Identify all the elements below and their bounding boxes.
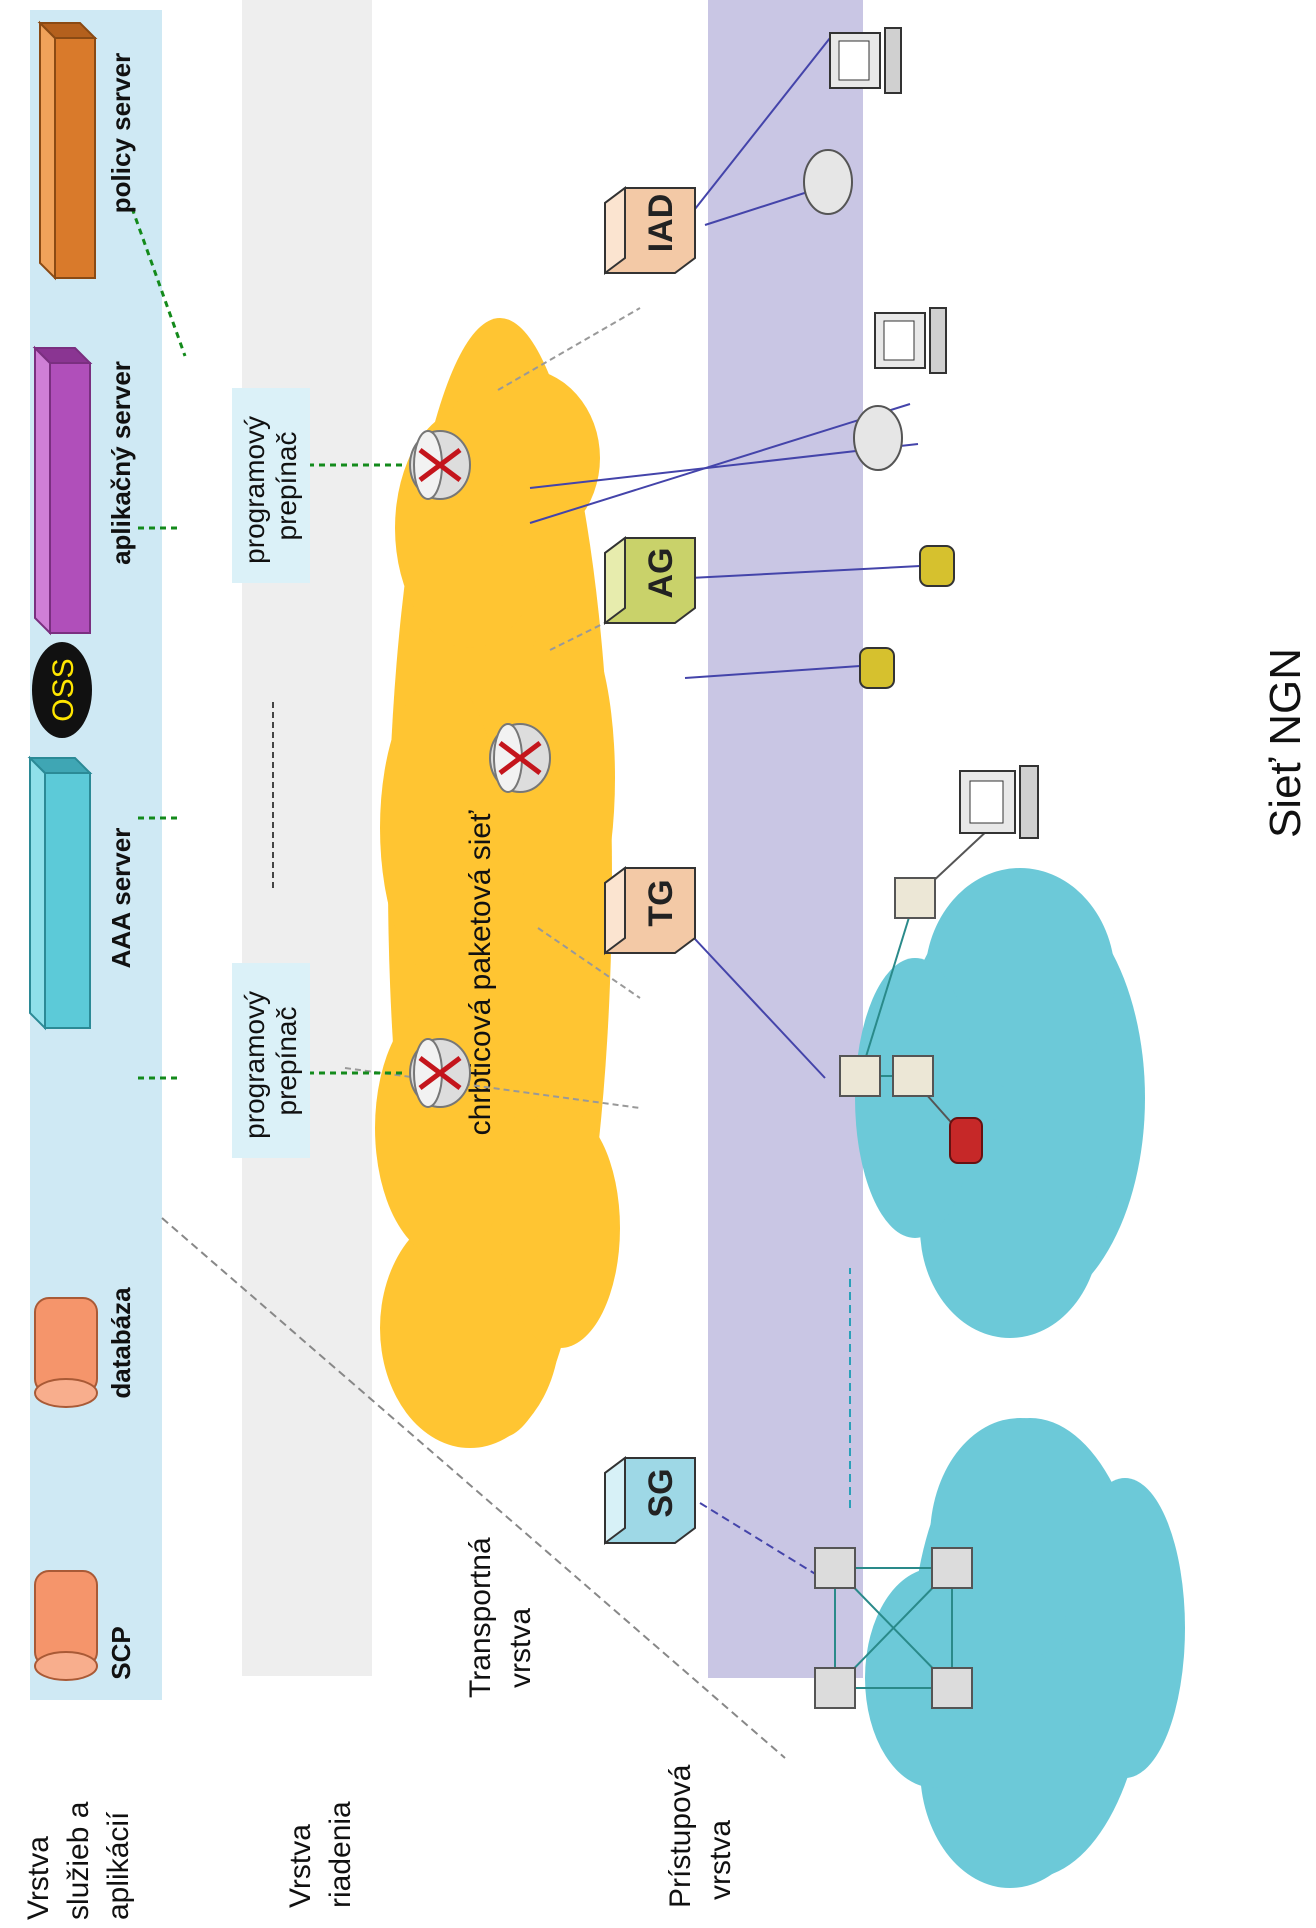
database-label: databáza [106, 1287, 136, 1399]
sg-gateway-icon: SG [604, 1456, 696, 1545]
svg-text:AG: AG [642, 548, 680, 599]
iad-gateway-icon: IAD [604, 186, 696, 275]
policy-server-icon [37, 20, 98, 281]
red-phone-icon [949, 1117, 983, 1164]
computer-icon [829, 27, 902, 94]
computer-icon [959, 765, 1039, 839]
application-server-label: aplikačný server [106, 361, 136, 565]
pstn-cloud [865, 1418, 1185, 1888]
handset-icon [803, 149, 853, 215]
edge-switch-cloud [855, 868, 1145, 1338]
svg-text:SG: SG [642, 1468, 680, 1517]
transport-layer-label: Transportná vrstva [464, 1529, 537, 1698]
router-icon [409, 1038, 471, 1108]
phone-icon [859, 647, 895, 689]
policy-server-label: policy server [106, 53, 136, 213]
router-icon [489, 723, 551, 793]
control-layer-band [242, 0, 372, 1676]
backbone-label: chrbticová paketová sieť [464, 810, 497, 1136]
svg-text:TG: TG [642, 879, 680, 926]
application-server-icon [32, 345, 93, 636]
aaa-server-icon [27, 755, 93, 1031]
softswitch-box-2: programový prepínač [232, 388, 310, 583]
pstn-switch-icon [814, 1547, 973, 1709]
svg-text:programový prepínač: programový prepínač [239, 983, 302, 1139]
database-icon [34, 1297, 98, 1408]
softswitch-box-1: programový prepínač [232, 963, 310, 1158]
svg-text:IAD: IAD [642, 194, 680, 253]
green-dashed-links [130, 207, 405, 1080]
tg-gateway-icon: TG [604, 866, 696, 955]
control-layer-label: Vrstva riadenia [284, 1801, 357, 1908]
services-layer-label: Vrstva služieb a aplikácií [22, 1793, 135, 1920]
handset-icon [853, 405, 903, 471]
aaa-label: AAA server [106, 828, 136, 969]
diagram-caption: Sieť NGN [1261, 648, 1310, 838]
router-icon [409, 430, 471, 500]
oss-badge: OSS [32, 642, 92, 738]
svg-text:OSS: OSS [47, 658, 80, 721]
backbone-cloud [375, 318, 620, 1448]
access-layer-band [708, 0, 863, 1678]
phone-icon [919, 545, 955, 587]
edge-switch-icon [839, 877, 936, 1097]
scp-server-icon [34, 1570, 98, 1681]
access-layer-label: Prístupová vrstva [664, 1756, 737, 1908]
svg-text:programový prepínač: programový prepínač [239, 408, 302, 564]
computer-icon [874, 307, 947, 374]
scp-label: SCP [106, 1626, 136, 1679]
ag-gateway-icon: AG [604, 536, 696, 625]
